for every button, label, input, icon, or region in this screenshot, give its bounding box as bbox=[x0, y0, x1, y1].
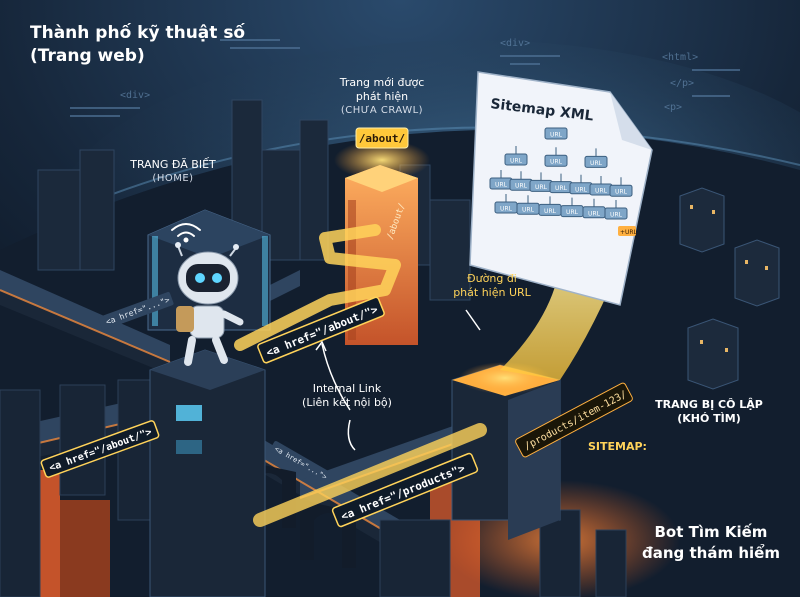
sitemap-url-node bbox=[544, 127, 568, 140]
sitemap-url-node-label: URL bbox=[555, 185, 568, 192]
new-page-title-2: phát hiện bbox=[355, 90, 409, 103]
horizon-line bbox=[59, 126, 800, 216]
bot-exploring-note: Bot Tìm Kiếm đang thám hiểm bbox=[642, 522, 780, 564]
sitemap-url-node-label: URL bbox=[550, 159, 563, 166]
code-tag: <div> bbox=[500, 38, 530, 49]
code-tag: <html> bbox=[662, 52, 698, 63]
sitemap-url-node-label: URL bbox=[615, 189, 628, 196]
sitemap-badge: +URL bbox=[620, 229, 638, 236]
known-page-subtitle: (HOME) bbox=[152, 173, 194, 184]
code-tag: <p> bbox=[664, 102, 682, 113]
sitemap-tree: URL URL URL URL URL URL URL URL URL URL URL URL URL U… bbox=[489, 127, 633, 220]
about-top-sign: /about/ bbox=[359, 132, 406, 145]
known-page-title: TRANG ĐÃ BIẾT bbox=[130, 158, 216, 171]
isolated-page-subtitle: (KHÓ TÌM) bbox=[677, 412, 741, 425]
products-tower bbox=[451, 362, 561, 540]
sitemap-url-node-label: URL bbox=[550, 132, 563, 139]
new-page-label: Trang mới được phát hiện (CHƯA CRAWL) bbox=[322, 76, 442, 118]
internal-link-title: Internal Link bbox=[312, 382, 382, 395]
isolated-page-title: TRANG BỊ CÔ LẬP bbox=[655, 398, 763, 411]
page-title: Thành phố kỹ thuật số (Trang web) bbox=[30, 22, 245, 68]
known-page-label: TRANG ĐÃ BIẾT (HOME) bbox=[118, 158, 228, 186]
new-page-subtitle: (CHƯA CRAWL) bbox=[340, 105, 424, 116]
code-tag: <div> bbox=[120, 90, 150, 101]
code-tag: </p> bbox=[670, 78, 694, 89]
url-path-title-2: phát hiện URL bbox=[453, 286, 531, 299]
products-link-path bbox=[253, 423, 487, 527]
sky-code-tags: <div> <html> <div> </p> <p> bbox=[120, 38, 698, 113]
internal-link-subtitle: (Liên kết nội bộ) bbox=[302, 396, 392, 409]
title-line-2: (Trang web) bbox=[30, 46, 145, 66]
sitemap-url-node-label: URL bbox=[595, 188, 608, 195]
sky-code-lines bbox=[70, 39, 740, 117]
robot-tower bbox=[149, 349, 266, 597]
title-line-1: Thành phố kỹ thuật số bbox=[30, 23, 246, 43]
sitemap-url-node-label: URL bbox=[588, 210, 601, 217]
isolated-page-label: TRANG BỊ CÔ LẬP (KHÓ TÌM) bbox=[654, 398, 764, 426]
internal-link-path bbox=[234, 224, 401, 351]
sitemap-url-node-label: URL bbox=[544, 208, 557, 215]
sitemap-url-node-label: URL bbox=[610, 212, 623, 219]
sitemap-url-node-label: URL bbox=[590, 160, 603, 167]
isolated-buildings bbox=[679, 187, 780, 390]
sitemap-url-node-label: URL bbox=[500, 206, 513, 213]
robot-bot bbox=[175, 242, 244, 366]
sitemap-url-node-label: URL bbox=[510, 158, 523, 165]
sitemap-url-node-label: URL bbox=[575, 186, 588, 193]
sitemap-url-node-label: URL bbox=[566, 209, 579, 216]
bot-note-line-2: đang thám hiểm bbox=[642, 544, 780, 562]
bot-note-line-1: Bot Tìm Kiếm bbox=[654, 523, 768, 541]
sitemap-url-node-label: URL bbox=[535, 184, 548, 191]
internal-link-label: Internal Link (Liên kết nội bộ) bbox=[282, 382, 412, 410]
sitemap-url-node-label: URL bbox=[522, 207, 535, 214]
url-path-title-1: Đường đi bbox=[467, 272, 517, 285]
url-path-label: Đường đi phát hiện URL bbox=[432, 272, 552, 300]
callout-arrows bbox=[315, 309, 481, 451]
sitemap-label: SITEMAP: bbox=[588, 440, 647, 453]
wifi-signal-icon bbox=[171, 223, 201, 243]
new-page-title-1: Trang mới được bbox=[339, 76, 425, 89]
sitemap-url-node-label: URL bbox=[495, 182, 508, 189]
sitemap-url-node-label: URL bbox=[515, 183, 528, 190]
